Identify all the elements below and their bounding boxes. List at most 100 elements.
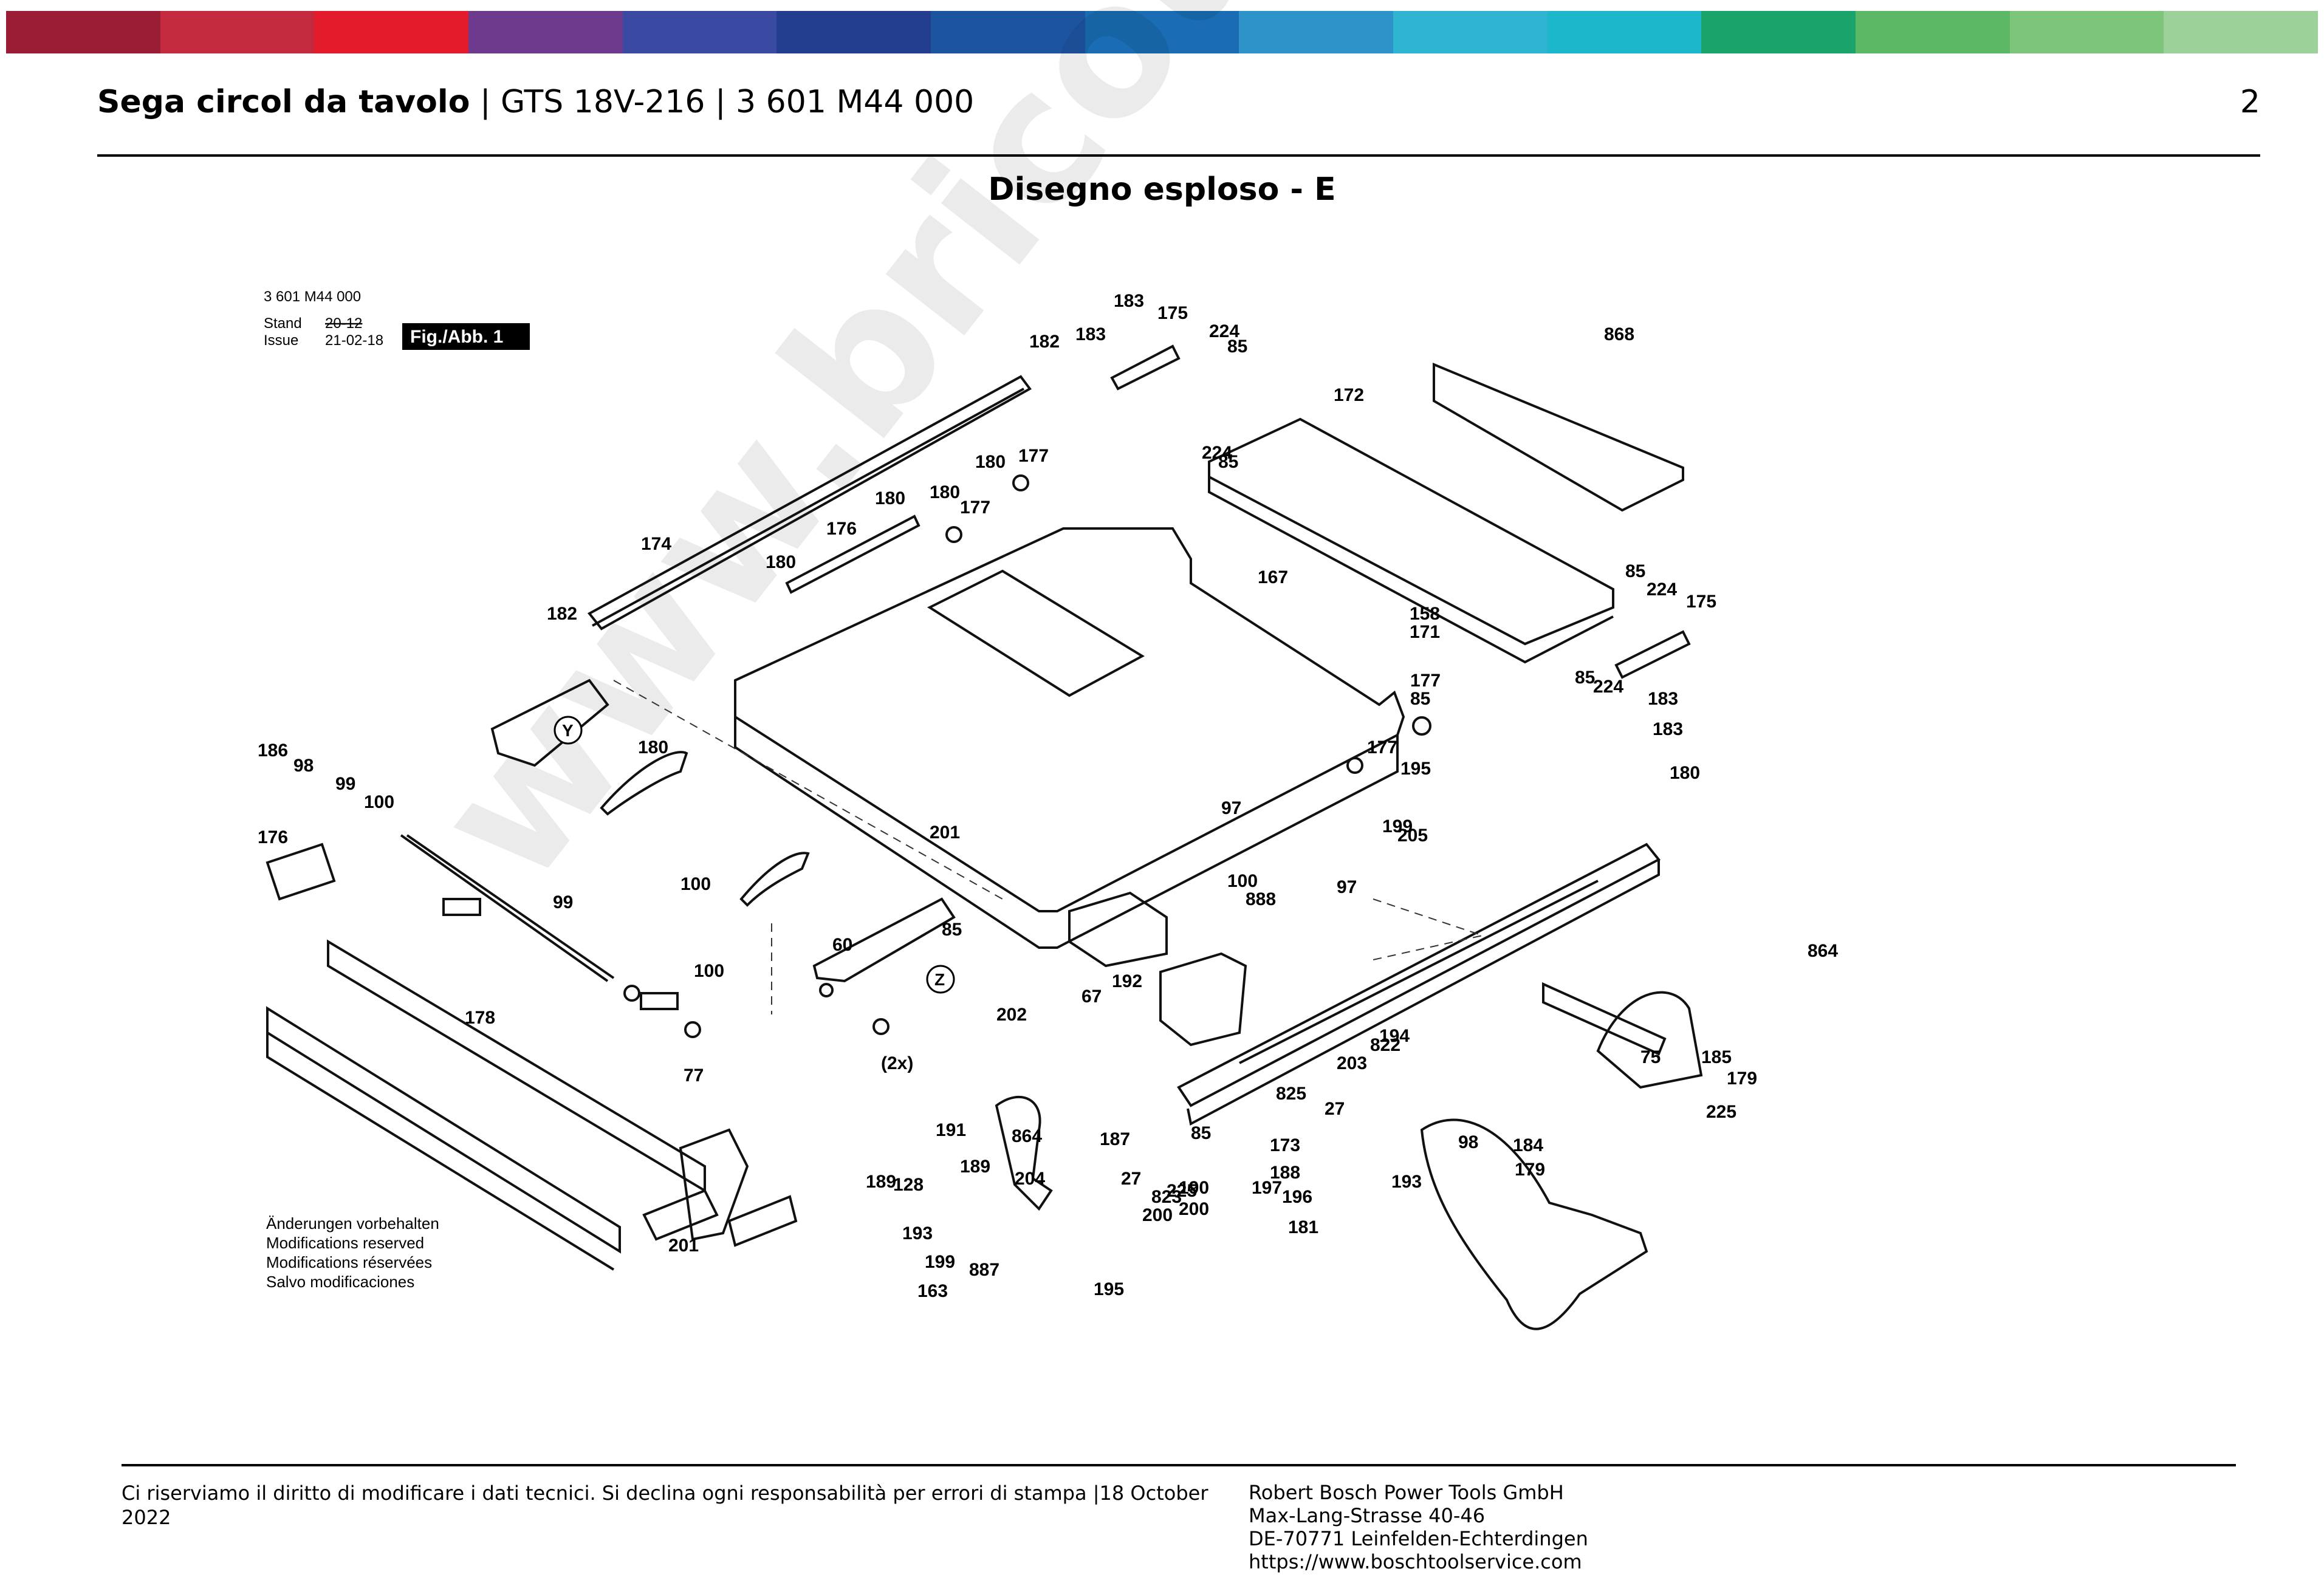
part-callout: 100 — [680, 874, 711, 894]
part-callout: 176 — [258, 827, 288, 847]
part-callout: 183 — [1653, 719, 1683, 739]
part-callout: 100 — [1227, 871, 1258, 891]
stand-value: 20-12 — [325, 315, 362, 332]
part-callout: 175 — [1686, 592, 1716, 612]
part-callout: 193 — [1391, 1172, 1422, 1192]
part-callout: 173 — [1270, 1135, 1300, 1155]
page-number: 2 — [2240, 84, 2260, 120]
part-callout: 27 — [1325, 1099, 1345, 1119]
part-callout: 27 — [1121, 1169, 1141, 1189]
part-callout: 97 — [1337, 877, 1357, 897]
document-title: Sega circol da tavolo | GTS 18V-216 | 3 … — [97, 84, 974, 120]
part-callout: 183 — [1075, 324, 1106, 344]
part-callout: 823 — [1151, 1187, 1182, 1207]
part-callout: 171 — [1410, 622, 1440, 642]
part-callout: 98 — [1458, 1132, 1478, 1152]
part-callout: 180 — [1670, 763, 1700, 783]
part-callout: 100 — [364, 792, 394, 812]
part-callout: 189 — [960, 1157, 990, 1177]
part-callout: 85 — [1191, 1123, 1211, 1143]
part-callout: 85 — [942, 920, 962, 940]
fig-label-box — [402, 323, 530, 350]
part-callout: 180 — [930, 482, 960, 502]
revision-note: Modifications reserved — [266, 1234, 424, 1252]
color-band-segment — [1701, 11, 1856, 53]
part-callout: 199 — [1382, 816, 1413, 836]
part-callout: 225 — [1706, 1102, 1736, 1122]
part-callout: 185 — [1701, 1047, 1732, 1067]
section-marker-circle — [554, 716, 583, 745]
part-callout: 179 — [1727, 1069, 1757, 1089]
part-callout: (2x) — [881, 1053, 913, 1073]
color-band-segment — [622, 11, 777, 53]
part-callout: 188 — [1270, 1163, 1300, 1183]
part-callout: 197 — [1252, 1178, 1282, 1198]
part-callout: 822 — [1370, 1035, 1400, 1055]
color-band-segment — [1085, 11, 1239, 53]
footer-address: Robert Bosch Power Tools GmbH Max-Lang-S… — [1249, 1481, 1588, 1573]
issue-value: 21-02-18 — [325, 332, 383, 349]
part-callout: 190 — [1179, 1178, 1209, 1198]
part-callout: 85 — [1218, 452, 1238, 472]
section-marker: Z — [934, 970, 945, 989]
part-callout: 186 — [258, 740, 288, 761]
part-callout: 189 — [866, 1172, 896, 1192]
drawing-parts — [266, 344, 1703, 1330]
color-band-segment — [776, 11, 931, 53]
website-link[interactable]: https://www.boschtoolservice.com — [1249, 1550, 1582, 1573]
part-callout: 183 — [1648, 689, 1678, 709]
footer-divider — [122, 1464, 2236, 1466]
part-callout: 181 — [1288, 1217, 1318, 1237]
part-callout: 167 — [1258, 567, 1288, 587]
part-callout: 864 — [1012, 1126, 1042, 1146]
part-callout: 178 — [465, 1008, 495, 1028]
section-marker: Y — [562, 721, 574, 740]
stand-label: Stand — [264, 315, 302, 332]
part-callout: 224 — [1593, 677, 1623, 697]
part-callout: 187 — [1100, 1129, 1130, 1149]
color-band-segment — [2009, 11, 2164, 53]
part-callout: 99 — [335, 774, 355, 794]
part-callout: 199 — [925, 1252, 955, 1272]
revision-note: Änderungen vorbehalten — [266, 1214, 439, 1233]
part-callout: 200 — [1179, 1199, 1209, 1219]
header-divider — [97, 154, 2260, 157]
product-model: | GTS 18V-216 | 3 601 M44 000 — [479, 84, 975, 120]
part-callout: 201 — [930, 822, 960, 843]
part-callout: 191 — [936, 1120, 966, 1140]
color-band-segment — [1856, 11, 2010, 53]
part-callout: 200 — [1142, 1205, 1173, 1225]
part-callout: 193 — [902, 1223, 933, 1243]
part-callout: 180 — [766, 552, 796, 572]
part-callout: 100 — [694, 961, 724, 981]
section-title: Disegno esploso - E — [988, 171, 1336, 208]
part-callout: 174 — [641, 534, 671, 554]
street-address: Max-Lang-Strasse 40-46 — [1249, 1504, 1486, 1527]
city-address: DE-70771 Leinfelden-Echterdingen — [1249, 1527, 1588, 1550]
part-callout: 182 — [547, 604, 577, 624]
color-band-segment — [2164, 11, 2319, 53]
color-band-segment — [931, 11, 1085, 53]
part-callout: 225 — [1167, 1181, 1197, 1201]
color-band-segment — [1239, 11, 1394, 53]
part-callout: 224 — [1202, 443, 1232, 463]
revision-note: Salvo modificaciones — [266, 1273, 414, 1291]
part-callout: 202 — [996, 1005, 1027, 1025]
part-callout: 128 — [893, 1175, 924, 1195]
part-callout: 177 — [1410, 671, 1441, 691]
part-callout: 177 — [1018, 446, 1049, 466]
part-callout: 203 — [1337, 1053, 1367, 1073]
part-callout: 177 — [960, 498, 990, 518]
part-callout: 825 — [1276, 1084, 1306, 1104]
product-name: Sega circol da tavolo — [97, 84, 470, 120]
part-callout: 184 — [1513, 1135, 1543, 1155]
part-callout: 224 — [1647, 580, 1677, 600]
part-callout: 158 — [1410, 604, 1440, 624]
part-callout: 172 — [1334, 385, 1364, 405]
revision-note: Modifications réservées — [266, 1253, 432, 1271]
color-band-segment — [468, 11, 623, 53]
part-callout: 864 — [1808, 941, 1838, 961]
part-callout: 85 — [1227, 337, 1247, 357]
footer-disclaimer: Ci riserviamo il diritto di modificare i… — [122, 1482, 1208, 1529]
